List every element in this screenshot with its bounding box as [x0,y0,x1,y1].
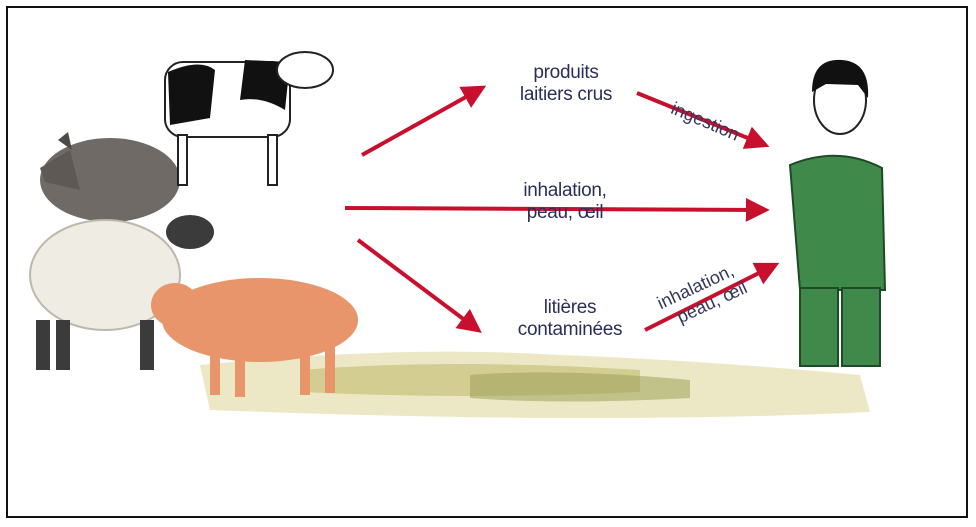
human-illustration [790,60,885,366]
wild-boar-illustration [40,132,180,222]
label-raw-milk-line1: produits [486,62,646,84]
label-contaminated-litter: litières contaminées [490,297,650,341]
label-inhalation-center-line2: peau, œil [480,202,650,224]
label-litter-line2: contaminées [490,319,650,341]
cow-illustration [165,52,333,185]
label-litter-line1: litières [490,297,650,319]
label-raw-milk-products: produits laitiers crus [486,62,646,106]
label-inhalation-center: inhalation, peau, œil [480,180,650,224]
label-raw-milk-line2: laitiers crus [486,84,646,106]
label-inhalation-center-line1: inhalation, [480,180,650,202]
arrow-animals-to-litter [358,240,478,330]
arrow-animals-to-raw-milk [362,88,482,155]
